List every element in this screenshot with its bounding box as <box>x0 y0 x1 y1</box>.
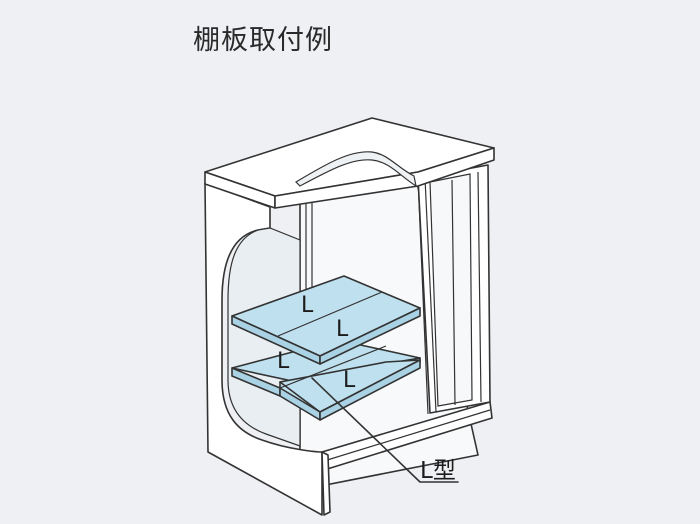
upper-shelf-seam <box>277 291 383 337</box>
bottom-rail-groove <box>323 409 491 462</box>
back-post-right-2 <box>424 177 437 413</box>
right-frame-post-2 <box>477 171 482 403</box>
right-frame-inner <box>429 173 473 407</box>
right-frame-post <box>451 179 456 406</box>
lower-shelf-right-edge <box>319 359 421 421</box>
top-panel-right-edge <box>274 147 495 209</box>
shelf-label-upper-front: L <box>336 317 349 342</box>
upper-shelf-right-edge <box>319 307 421 365</box>
cabinet-base-front <box>321 451 331 516</box>
shelf-label-lower-back: L <box>277 349 290 374</box>
lower-shelf-seam <box>279 345 387 389</box>
shelf-label-lower-front: L <box>343 368 356 393</box>
diagram-title: 棚板取付例 <box>193 25 333 56</box>
callout-label: L型 <box>420 458 456 484</box>
top-panel-opening <box>295 151 417 188</box>
cabinet-left-panel <box>204 182 323 516</box>
back-post-right <box>417 177 429 415</box>
callout-leader-line <box>311 377 459 483</box>
upper-shelf <box>231 275 421 365</box>
shelf-label-upper-back: L <box>301 293 314 318</box>
